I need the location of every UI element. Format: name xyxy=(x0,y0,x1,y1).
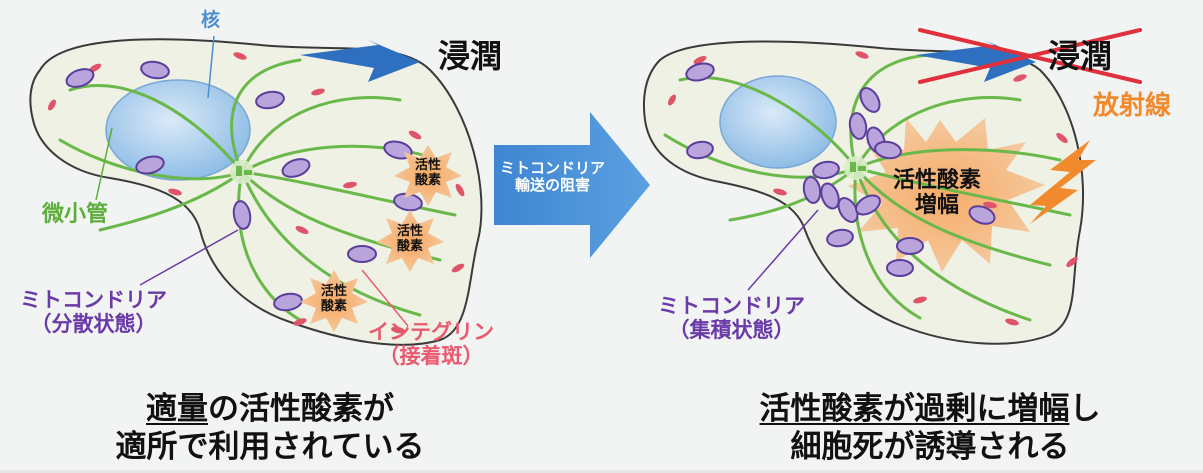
ros-amplified-label: 活性酸素 増幅 xyxy=(893,168,982,219)
integrin-leader-line xyxy=(361,269,409,327)
left-caption-line1: 適量の活性酸素が xyxy=(70,391,470,429)
left-centrosome xyxy=(230,160,254,184)
microtubule-label: 微小管 xyxy=(42,202,109,227)
right-invasion-label: 浸潤 xyxy=(1048,37,1113,75)
microtubule-leader-line xyxy=(95,127,113,201)
right-caption: 活性酸素が過剰に増幅し 細胞死が誘導される xyxy=(720,391,1140,467)
right-mitochondria xyxy=(685,62,996,277)
left-ros-label-3: 活性 酸素 xyxy=(321,284,348,314)
left-cell xyxy=(29,35,483,346)
right-integrins xyxy=(668,51,1078,326)
right-caption-emphasis: 活性酸素が過剰に増幅 xyxy=(759,391,1070,427)
left-caption-rest: の活性酸素が xyxy=(208,391,394,427)
left-invasion-arrow xyxy=(300,40,420,82)
radiation-bolt-icon xyxy=(1030,140,1096,224)
radiation-label: 放射線 xyxy=(1093,91,1172,121)
left-caption-emphasis: 適量 xyxy=(146,391,208,427)
invasion-blocked-cross xyxy=(918,28,1142,84)
left-invasion-label: 浸潤 xyxy=(438,37,503,75)
right-centrosome xyxy=(844,156,868,180)
right-nucleus xyxy=(719,75,837,169)
left-ros-label-2: 活性 酸素 xyxy=(397,224,424,254)
left-nucleus xyxy=(105,79,251,181)
mitochondria-leader-line-right xyxy=(747,209,819,291)
transport-block-arrow xyxy=(494,112,650,258)
right-mitochondria-label: ミトコンドリア （集積状態） xyxy=(658,294,805,343)
left-mitochondria xyxy=(65,60,423,312)
nucleus-label: 核 xyxy=(201,9,221,31)
integrin-label: インテグリン （接着斑） xyxy=(368,320,494,369)
transport-block-label: ミトコンドリア 輸送の阻害 xyxy=(500,159,606,195)
right-cell xyxy=(642,28,1142,345)
left-ros-burst-2 xyxy=(376,210,444,272)
left-ros-burst-3 xyxy=(300,270,368,332)
nucleus-leader-line xyxy=(207,35,215,99)
left-ros-burst-1 xyxy=(394,145,462,206)
right-caption-line2: 細胞死が誘導される xyxy=(790,428,1070,465)
left-mitochondria-label: ミトコンドリア （分散状態） xyxy=(20,288,167,337)
left-integrins xyxy=(48,52,465,334)
right-microtubules xyxy=(663,53,1072,322)
mitochondria-leader-line-left xyxy=(139,229,239,286)
right-caption-line1: 活性酸素が過剰に増幅し xyxy=(720,391,1140,429)
left-caption-line2: 適所で利用されている xyxy=(115,428,425,465)
left-caption: 適量の活性酸素が 適所で利用されている xyxy=(70,391,470,467)
right-caption-rest: し xyxy=(1069,391,1101,427)
left-ros-label-1: 活性 酸素 xyxy=(415,158,442,188)
